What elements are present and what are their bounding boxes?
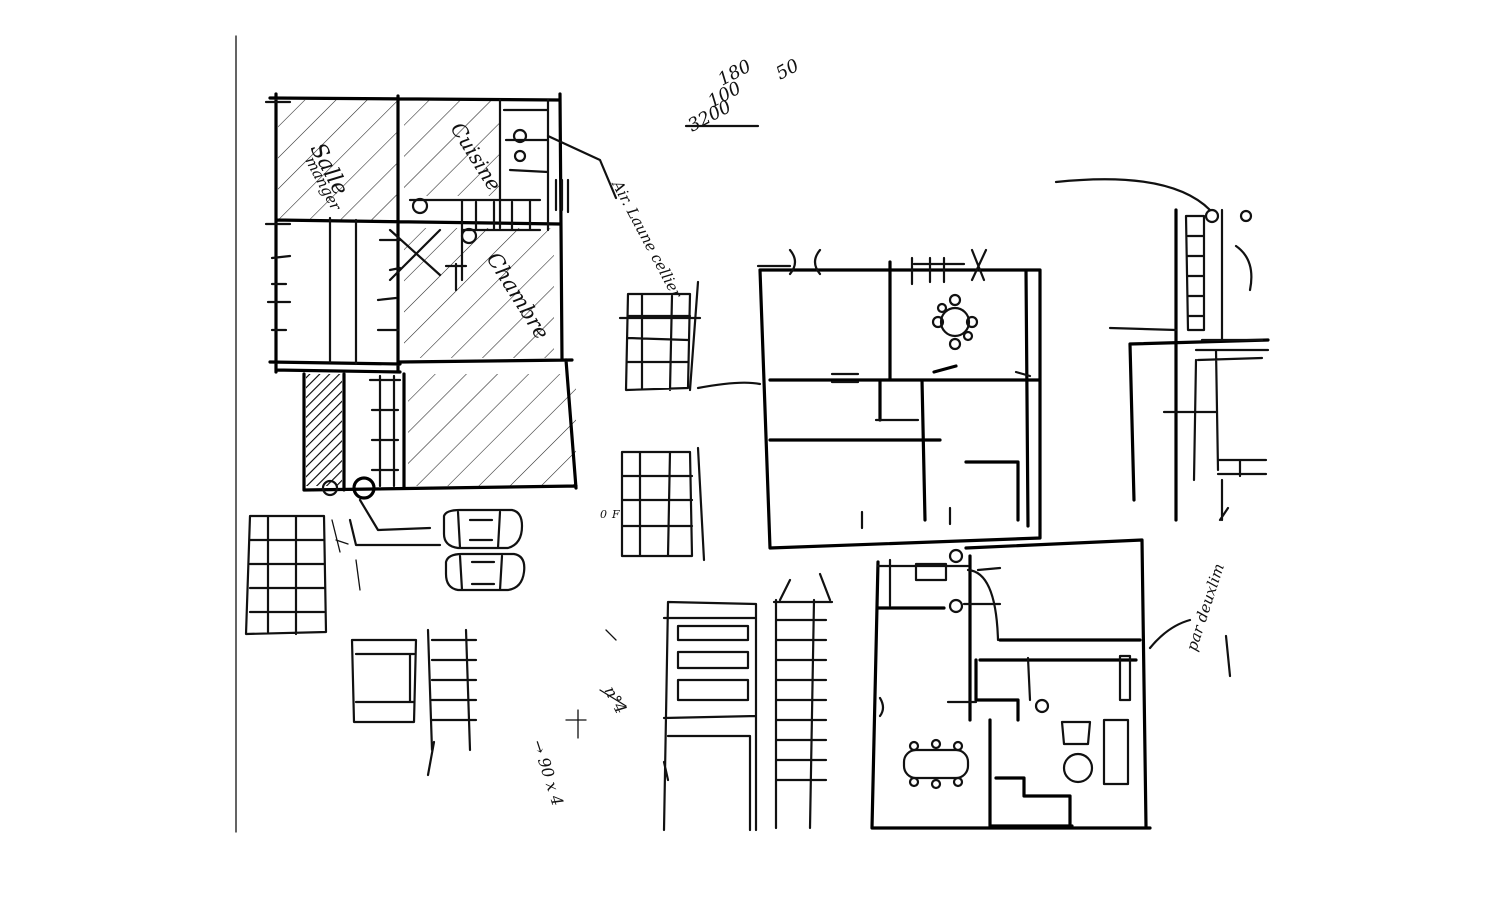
note-small-0: 0 [600,508,607,521]
stair-elevation-sketches: 0 F [244,280,706,777]
plan-middle-sketch [696,248,1042,550]
plan-bottom-middle-sketch: n°4 → 90 x 4 [528,572,834,832]
note-side: par deuxlim [1183,561,1228,653]
car-sketches [442,508,526,592]
calc-value-50: 50 [772,55,802,84]
plan-right-sketch [1054,178,1270,522]
plan-ground-floor-sketch: Salle manger Cuisine Chambre [264,92,618,547]
note-cellier: Air. Laune cellier [608,176,686,302]
plan-bottom-right-sketch: par deuxlim [870,538,1232,830]
calculation-notes: 50 180 100 3200 Air. Laune cellier [608,55,803,302]
note-90x4: → 90 x 4 [528,737,567,808]
note-n4: n°4 [600,683,630,717]
note-small-f: F [611,508,620,521]
